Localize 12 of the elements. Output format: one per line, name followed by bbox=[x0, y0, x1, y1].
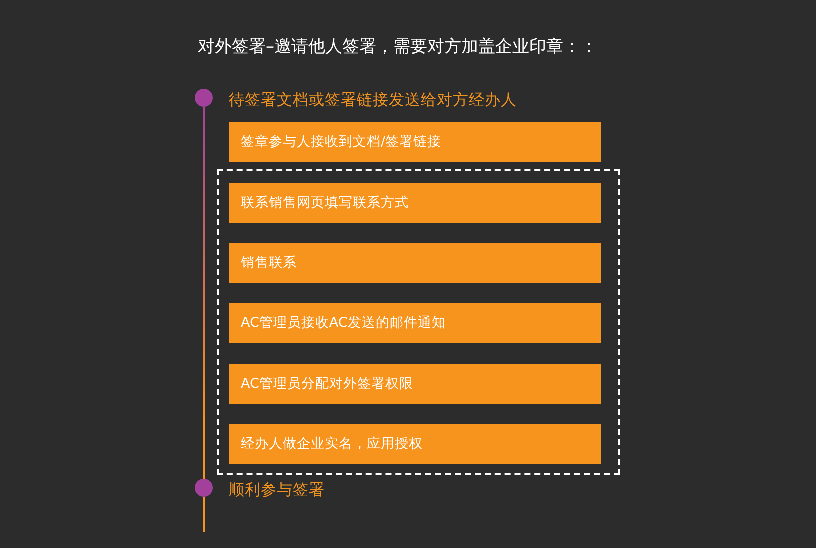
process-box: 销售联系 bbox=[229, 243, 601, 283]
timeline-line bbox=[203, 497, 205, 532]
process-box: 联系销售网页填写联系方式 bbox=[229, 183, 601, 223]
step-label: 顺利参与签署 bbox=[229, 480, 325, 500]
process-box: 签章参与人接收到文档/签署链接 bbox=[229, 122, 601, 162]
process-box: 经办人做企业实名，应用授权 bbox=[229, 424, 601, 464]
dashed-group-frame bbox=[217, 169, 620, 475]
process-box: AC管理员接收AC发送的邮件通知 bbox=[229, 303, 601, 343]
step-label: 待签署文档或签署链接发送给对方经办人 bbox=[229, 90, 517, 110]
process-box: AC管理员分配对外签署权限 bbox=[229, 364, 601, 404]
diagram-title: 对外签署–邀请他人签署，需要对方加盖企业印章：： bbox=[198, 36, 598, 59]
timeline-line bbox=[203, 107, 205, 479]
